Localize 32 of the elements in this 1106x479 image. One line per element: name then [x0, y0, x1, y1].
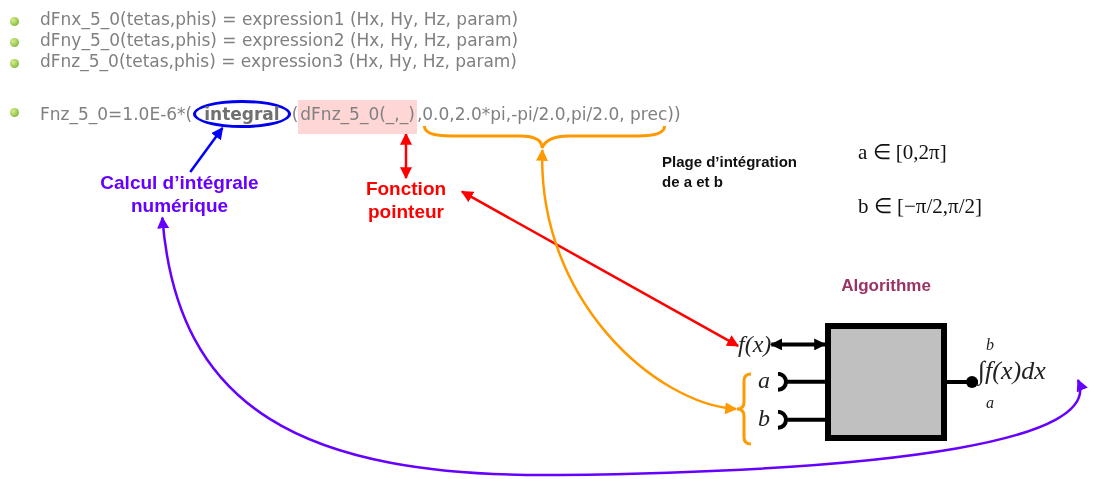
upper-limit: b: [986, 336, 994, 354]
math-expression: b ∈ [−π/2,π/2]: [858, 194, 982, 219]
function-symbol: f(x): [738, 330, 772, 359]
code-line: dFny_5_0(tetas,phis) = expression2 (Hx, Hy, Hz, param): [40, 30, 519, 50]
highlighted-argument: dFnz_5_0(_,_): [298, 100, 417, 134]
code-line: dFnz_5_0(tetas,phis) = expression3 (Hx, Hy, Hz, param): [40, 51, 517, 71]
lower-limit: a: [986, 394, 994, 412]
double-arrow: [536, 148, 738, 414]
code-text: ,: [416, 103, 423, 124]
ball-connector: [947, 376, 978, 388]
socket-connector: [776, 409, 825, 430]
socket-connector: [776, 371, 825, 392]
variable-symbol: b: [758, 404, 770, 433]
code-text: Fnz_5_0=1.0E-6*(: [40, 103, 193, 124]
circled-keyword: integral: [193, 100, 291, 128]
code-text: )): [667, 103, 681, 124]
double-arrow: [460, 190, 740, 347]
arrow: [189, 127, 224, 173]
math-expression: a ∈ [0,2π]: [858, 140, 947, 165]
double-arrow: [400, 132, 412, 180]
block-title: Algorithme: [840, 276, 932, 297]
note-text: Plage d’intégration de a et b: [662, 152, 798, 191]
integral-expression: ∫f(x)dx: [978, 356, 1046, 386]
variable-symbol: a: [758, 366, 770, 395]
code-text: (: [291, 103, 299, 124]
double-arrow: [157, 216, 1086, 477]
argument-list: 0.0,2.0*pi,-pi/2.0,pi/2.0, prec: [422, 100, 668, 124]
double-arrow: [770, 338, 827, 351]
callout-label: Calcul d’intégrale numérique: [72, 172, 287, 218]
code-line: dFnx_5_0(tetas,phis) = expression1 (Hx, Hy, Hz, param): [40, 9, 519, 29]
curly-brace: [736, 372, 752, 446]
callout-label: Fonction pointeur: [350, 178, 462, 224]
